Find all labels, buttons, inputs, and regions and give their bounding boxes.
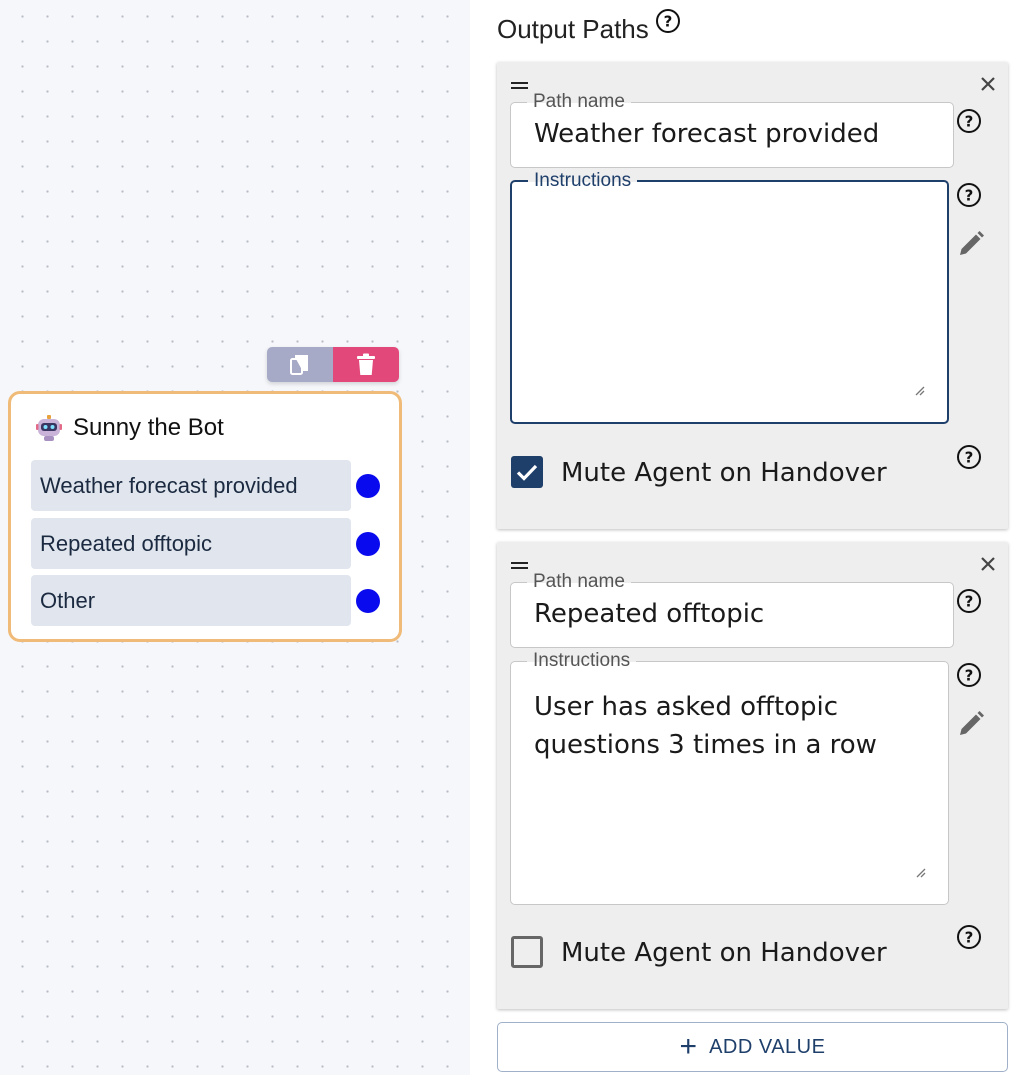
node-action-bar xyxy=(267,347,399,382)
help-icon[interactable]: ? xyxy=(956,924,982,950)
flow-canvas[interactable]: Sunny the Bot Weather forecast provided … xyxy=(0,0,470,1075)
mute-agent-checkbox[interactable] xyxy=(511,456,543,488)
path-name-field[interactable]: Path name xyxy=(510,92,954,168)
output-paths-panel: Output Paths ? Path name ? Instructions … xyxy=(470,0,1019,1075)
trash-icon xyxy=(357,353,375,375)
instructions-label: Instructions xyxy=(527,651,637,671)
output-path-card: Path name ? Instructions ? Mute Agent on… xyxy=(497,62,1008,529)
path-connector-handle[interactable] xyxy=(356,532,380,556)
node-path-item[interactable]: Weather forecast provided xyxy=(31,460,351,511)
instructions-label: Instructions xyxy=(528,171,638,191)
resize-handle-icon[interactable] xyxy=(914,866,926,878)
help-icon[interactable]: ? xyxy=(655,8,681,34)
flow-node[interactable]: Sunny the Bot Weather forecast provided … xyxy=(8,391,402,642)
close-icon[interactable] xyxy=(978,74,998,94)
help-icon[interactable]: ? xyxy=(956,444,982,470)
help-icon[interactable]: ? xyxy=(956,588,982,614)
node-header: Sunny the Bot xyxy=(35,414,224,442)
svg-text:?: ? xyxy=(965,113,974,131)
drag-handle-icon[interactable] xyxy=(511,562,529,572)
instructions-field[interactable]: Instructions xyxy=(510,651,949,905)
delete-node-button[interactable] xyxy=(333,347,399,382)
node-path-item[interactable]: Repeated offtopic xyxy=(31,518,351,569)
svg-text:?: ? xyxy=(965,929,974,947)
add-value-label: ADD VALUE xyxy=(709,1035,826,1058)
path-name-field[interactable]: Path name xyxy=(510,572,954,648)
svg-text:?: ? xyxy=(965,449,974,467)
path-connector-handle[interactable] xyxy=(356,589,380,613)
path-name-label: Path name xyxy=(527,92,631,112)
help-icon[interactable]: ? xyxy=(956,182,982,208)
instructions-textarea[interactable] xyxy=(534,688,934,858)
panel-title: Output Paths ? xyxy=(497,9,681,45)
svg-text:?: ? xyxy=(965,187,974,205)
mute-agent-label[interactable]: Mute Agent on Handover xyxy=(561,458,887,488)
path-name-input[interactable] xyxy=(534,599,934,629)
pencil-icon[interactable] xyxy=(955,708,987,745)
node-path-item[interactable]: Other xyxy=(31,575,351,626)
path-name-input[interactable] xyxy=(534,119,934,149)
instructions-textarea[interactable] xyxy=(535,208,935,378)
node-title: Sunny the Bot xyxy=(73,414,224,441)
help-icon[interactable]: ? xyxy=(956,108,982,134)
path-name-label: Path name xyxy=(527,572,631,592)
path-connector-handle[interactable] xyxy=(356,474,380,498)
resize-handle-icon[interactable] xyxy=(913,384,925,396)
pencil-icon[interactable] xyxy=(955,228,987,265)
add-value-button[interactable]: + ADD VALUE xyxy=(497,1022,1008,1072)
panel-title-text: Output Paths xyxy=(497,14,649,44)
copy-node-button[interactable] xyxy=(267,347,333,382)
plus-icon: + xyxy=(679,1030,698,1063)
mute-agent-label[interactable]: Mute Agent on Handover xyxy=(561,938,887,968)
checkmark-icon xyxy=(516,464,538,481)
instructions-field[interactable]: Instructions xyxy=(510,171,949,424)
close-icon[interactable] xyxy=(978,554,998,574)
svg-text:?: ? xyxy=(965,593,974,611)
output-path-card: Path name ? Instructions ? Mute Agent on… xyxy=(497,542,1008,1009)
svg-text:?: ? xyxy=(965,667,974,685)
help-icon[interactable]: ? xyxy=(956,662,982,688)
mute-agent-checkbox[interactable] xyxy=(511,936,543,968)
copy-icon xyxy=(290,354,308,375)
drag-handle-icon[interactable] xyxy=(511,82,529,92)
svg-text:?: ? xyxy=(663,13,672,31)
robot-icon xyxy=(36,415,62,441)
